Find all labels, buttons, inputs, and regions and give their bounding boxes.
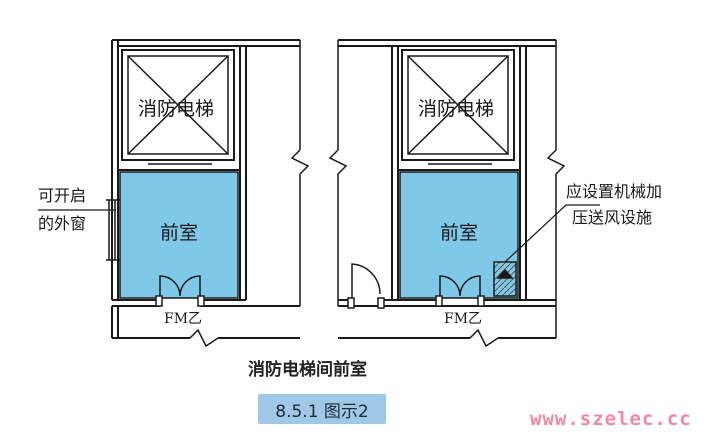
anteroom-label-left: 前室 (160, 222, 199, 244)
right-break-line (469, 328, 499, 348)
left-door (155, 275, 205, 307)
pressurization-leader (504, 204, 600, 263)
left-elevator-cross (127, 55, 229, 155)
watermark-text: www.szelec.cc (530, 408, 692, 430)
pressurization-shaft (493, 261, 517, 297)
left-corridor-wall (239, 46, 247, 300)
window-label-line1: 可开启 (38, 186, 87, 205)
left-anteroom-fill (119, 171, 239, 299)
figure-badge-text: 8.5.1 图示2 (275, 401, 369, 422)
right-outer-wall (391, 46, 399, 300)
door-label-right: FM乙 (444, 311, 483, 327)
pressurization-label-line2: 压送风设施 (572, 208, 653, 227)
right-anteroom-fill (399, 171, 519, 299)
left-bottom-wall (112, 299, 300, 307)
figure-badge: 8.5.1 图示2 (258, 394, 386, 424)
right-elevator-cross (407, 55, 509, 155)
left-plan (106, 39, 310, 348)
left-outer-wall (111, 40, 119, 300)
pressurization-label-line1: 应设置机械加 (566, 182, 663, 201)
anteroom-label-right: 前室 (440, 222, 479, 244)
right-plan (328, 39, 566, 348)
right-corridor-wall (519, 46, 527, 300)
elevator-label-left: 消防电梯 (138, 98, 215, 120)
diagram-caption: 消防电梯间前室 (248, 360, 367, 380)
right-edge-break (546, 40, 566, 338)
left-break-line (189, 328, 219, 348)
right-corridor-door (347, 263, 385, 309)
window-label-line2: 的外窗 (38, 214, 87, 233)
elevator-label-right: 消防电梯 (418, 98, 495, 120)
right-left-break (328, 40, 348, 306)
right-top-wall (338, 39, 556, 47)
right-door (435, 275, 485, 307)
left-window (106, 199, 124, 261)
left-top-wall (112, 39, 300, 47)
door-label-left: FM乙 (164, 311, 203, 327)
right-bottom-wall (338, 299, 556, 307)
